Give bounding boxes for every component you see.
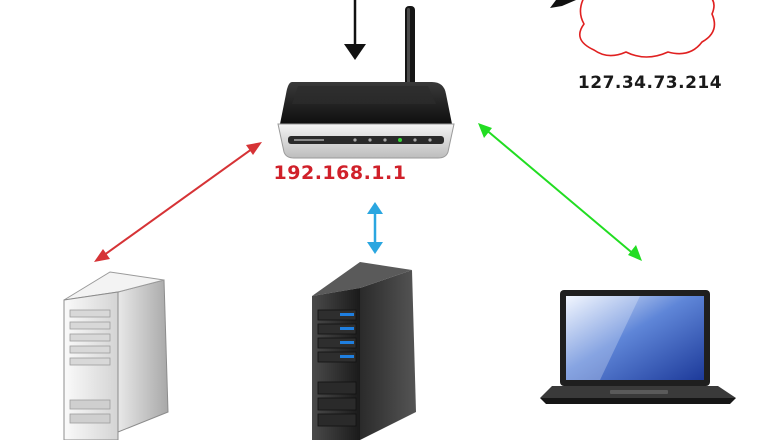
laptop-icon <box>540 290 736 404</box>
public-ip-label: 127.34.73.214 <box>577 73 723 93</box>
link-router-internet <box>550 0 576 8</box>
router-ip-label: 192.168.1.1 <box>273 162 407 184</box>
link-internet-router <box>344 0 366 60</box>
link-router-rack <box>367 202 383 254</box>
router-icon <box>277 6 455 159</box>
internet-cloud-icon <box>578 0 716 58</box>
server-rack-icon <box>312 262 416 440</box>
server-tower-icon <box>63 271 169 440</box>
link-router-laptop <box>478 123 642 261</box>
link-router-tower <box>94 142 262 262</box>
